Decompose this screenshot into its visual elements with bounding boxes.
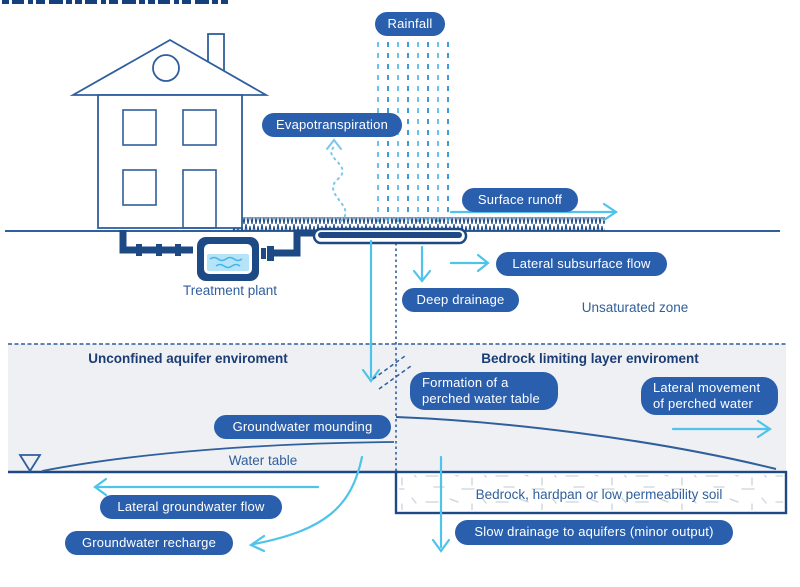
groundwater-recharge-label: Groundwater recharge [65,531,233,555]
rainfall-label: Rainfall [375,12,445,36]
perched-water-curve [395,416,777,470]
evapotranspiration-label: Evapotranspiration [262,113,402,137]
formation-perched-water-table-label: Formation of a perched water table [410,372,558,410]
water-table-label: Water table [228,452,298,468]
lateral-subsurface-flow-arrow [449,253,490,273]
groundwater-recharge-arrow [248,455,364,553]
deep-drainage-label: Deep drainage [402,288,519,312]
lateral-movement-perched-water-label: Lateral movement of perched water [641,377,778,415]
deep-drainage-arrow [412,245,432,283]
unconfined-aquifer-heading: Unconfined aquifer enviroment [88,351,288,366]
slow-drainage-arrow [431,455,451,553]
treatment-plant-label: Treatment plant [182,282,278,298]
flow-arrows [93,202,772,553]
treatment-plant-tank [197,237,259,281]
septic-pipes [119,229,316,261]
bedrock-soil-label: Bedrock, hardpan or low permeability soi… [475,486,723,502]
bedrock-box [394,470,788,515]
lateral-groundwater-flow-arrow [93,477,320,497]
lateral-groundwater-flow-label: Lateral groundwater flow [100,495,282,519]
slow-drainage-label: Slow drainage to aquifers (minor output) [455,520,733,545]
percolation-arrow [361,239,381,383]
lateral-subsurface-flow-label: Lateral subsurface flow [496,252,667,276]
lateral-movement-arrow [671,419,772,439]
bedrock-layer-heading: Bedrock limiting layer enviroment [481,351,699,366]
house-illustration [69,33,270,229]
water-table-curve [41,441,395,472]
grass [232,217,605,231]
groundwater-mounding-label: Groundwater mounding [214,415,391,439]
evapotranspiration-squiggle [326,138,347,222]
surface-runoff-label: Surface runoff [462,188,578,212]
unsaturated-zone-label: Unsaturated zone [581,299,689,315]
drain-field [312,227,468,245]
water-table-triangle-icon [18,454,42,473]
surface-runoff-arrow [449,202,618,222]
